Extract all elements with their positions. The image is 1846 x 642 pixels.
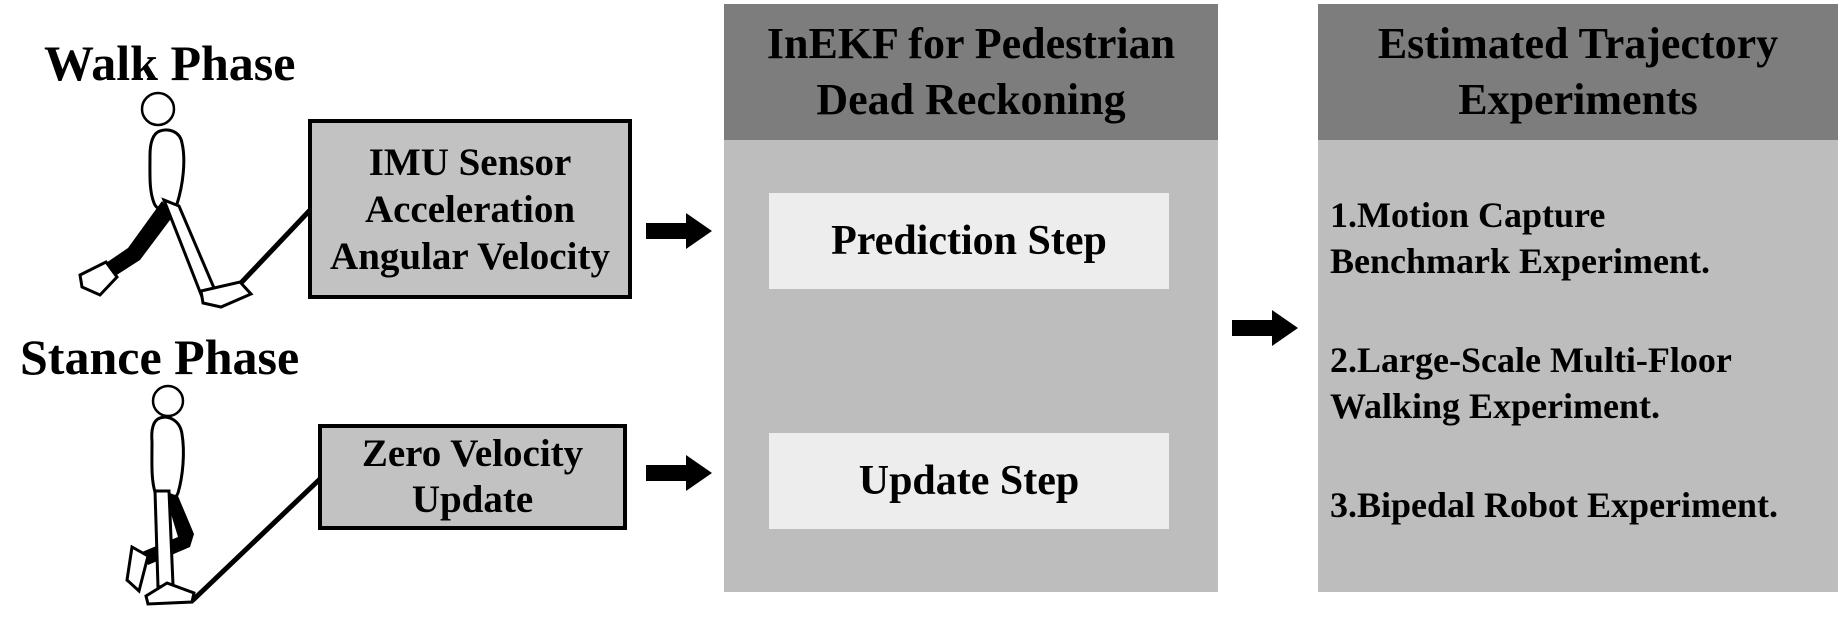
- experiments-title-line1: Estimated Trajectory: [1377, 19, 1779, 68]
- walk-phase-label: Walk Phase: [44, 35, 296, 91]
- experiment-item-1-line2: Benchmark Experiment.: [1330, 241, 1710, 281]
- stance-phase-label: Stance Phase: [20, 329, 300, 385]
- experiment-item-3-line1: 3.Bipedal Robot Experiment.: [1330, 485, 1779, 525]
- stance-figure-back-leg: [142, 491, 194, 565]
- inekf-title-line2: Dead Reckoning: [816, 75, 1126, 124]
- arrow-right-icon-zvu-to-inekf: [646, 455, 712, 491]
- connector-line-walk: [238, 206, 314, 286]
- walk-figure-torso: [148, 128, 186, 213]
- update-step-box: Update Step: [769, 433, 1169, 529]
- arrow-right-icon-inekf-to-experiments: [1232, 310, 1298, 346]
- arrow-right-icon-imu-to-inekf: [646, 213, 712, 249]
- experiment-item-2-line2: Walking Experiment.: [1330, 386, 1661, 426]
- imu-box-line1: IMU Sensor: [368, 140, 572, 184]
- stance-figure-back-shoe: [125, 544, 150, 594]
- walking-person-figure: [78, 91, 254, 309]
- zvu-box-line1: Zero Velocity: [361, 432, 584, 475]
- stance-figure-front-shoe: [144, 581, 196, 606]
- walk-figure-back-shoe: [78, 260, 119, 297]
- connector-line-stance: [190, 476, 323, 603]
- zero-velocity-update-box: Zero Velocity Update: [318, 424, 627, 530]
- experiments-list: 1.Motion Capture Benchmark Experiment. 2…: [1330, 192, 1830, 581]
- stance-figure-torso: [150, 415, 185, 502]
- experiment-item-2: 2.Large-Scale Multi-Floor Walking Experi…: [1330, 337, 1830, 429]
- inekf-panel-header: InEKF for Pedestrian Dead Reckoning: [724, 4, 1218, 140]
- walk-figure-front-shoe: [199, 280, 254, 309]
- experiments-panel: Estimated Trajectory Experiments 1.Motio…: [1318, 4, 1838, 592]
- imu-box-line2: Acceleration: [364, 187, 576, 231]
- walk-figure-head: [140, 91, 176, 127]
- experiment-item-3: 3.Bipedal Robot Experiment.: [1330, 482, 1830, 528]
- walk-figure-front-leg: [161, 197, 219, 305]
- prediction-step-box: Prediction Step: [769, 193, 1169, 289]
- walk-figure-back-leg: [103, 201, 173, 278]
- connector-lines: [190, 206, 323, 603]
- stance-figure-head: [151, 384, 185, 418]
- imu-box-line3: Angular Velocity: [330, 234, 610, 278]
- experiment-item-1-line1: 1.Motion Capture: [1330, 195, 1606, 235]
- inekf-panel: InEKF for Pedestrian Dead Reckoning Pred…: [724, 4, 1218, 592]
- inekf-title-line1: InEKF for Pedestrian: [766, 19, 1176, 68]
- experiments-title-line2: Experiments: [1458, 75, 1698, 124]
- experiment-item-1: 1.Motion Capture Benchmark Experiment.: [1330, 192, 1830, 284]
- update-step-label: Update Step: [858, 458, 1080, 504]
- imu-sensor-box: IMU Sensor Acceleration Angular Velocity: [308, 119, 632, 299]
- stance-figure-front-leg: [153, 489, 175, 589]
- zvu-box-line2: Update: [411, 478, 534, 521]
- prediction-step-label: Prediction Step: [831, 218, 1107, 264]
- experiments-panel-header: Estimated Trajectory Experiments: [1318, 4, 1838, 140]
- experiment-item-2-line1: 2.Large-Scale Multi-Floor: [1330, 340, 1732, 380]
- standing-person-figure: [125, 384, 196, 606]
